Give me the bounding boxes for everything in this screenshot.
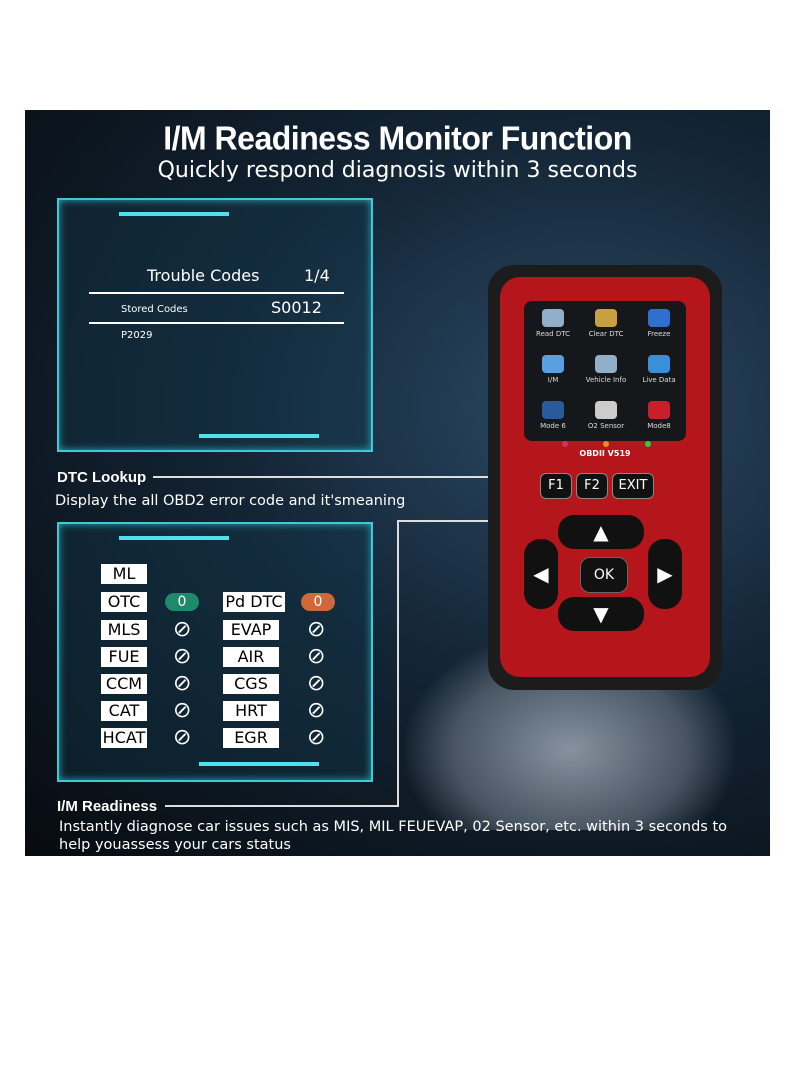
page-subtitle: Quickly respond diagnosis within 3 secon… xyxy=(157,158,638,183)
app-icon xyxy=(542,309,564,327)
app-icon xyxy=(595,309,617,327)
otc-label: OTC xyxy=(101,592,147,612)
im-readiness-panel: ML OTC 0 Pd DTC 0 MLS ⊘ EVAP ⊘ FUE ⊘ AIR ⊘ CCM ⊘ C… xyxy=(57,522,373,782)
f2-button[interactable]: F2 xyxy=(576,473,608,499)
not-applicable-icon: ⊘ xyxy=(173,725,192,750)
not-applicable-icon: ⊘ xyxy=(307,698,326,723)
pd-dtc-count: 0 xyxy=(301,593,335,611)
monitor-label: CCM xyxy=(101,674,147,694)
monitor-label: AIR xyxy=(223,647,279,667)
app-icon xyxy=(542,401,564,419)
dtc-lookup-heading: DTC Lookup xyxy=(57,469,147,486)
trouble-codes-title: Trouble Codes xyxy=(147,266,260,285)
device-app-item[interactable]: O2 Sensor xyxy=(579,401,633,430)
app-icon xyxy=(595,401,617,419)
otc-count: 0 xyxy=(165,593,199,611)
right-button[interactable]: ▶ xyxy=(648,539,682,609)
ml-label: ML xyxy=(101,564,147,584)
stored-codes-value: S0012 xyxy=(271,298,322,317)
left-button[interactable]: ◀ xyxy=(524,539,558,609)
monitor-label: CAT xyxy=(101,701,147,721)
device-app-item[interactable]: Vehicle Info xyxy=(579,355,633,384)
device-app-item[interactable]: Freeze xyxy=(632,309,686,338)
dtc-screen-panel: Trouble Codes 1/4 Stored Codes S0012 P20… xyxy=(57,198,373,452)
device-app-item[interactable]: Mode 6 xyxy=(526,401,580,430)
not-applicable-icon: ⊘ xyxy=(173,617,192,642)
im-readiness-description: Instantly diagnose car issues such as MI… xyxy=(59,819,728,853)
not-applicable-icon: ⊘ xyxy=(307,617,326,642)
monitor-label: CGS xyxy=(223,674,279,694)
not-applicable-icon: ⊘ xyxy=(173,644,192,669)
not-applicable-icon: ⊘ xyxy=(307,725,326,750)
product-banner: I/M Readiness Monitor Function Quickly r… xyxy=(25,110,770,856)
stored-codes-label: Stored Codes xyxy=(121,304,188,315)
device-app-item[interactable]: I/M xyxy=(526,355,580,384)
app-icon xyxy=(648,355,670,373)
device-model: OBDII V519 xyxy=(579,449,631,458)
not-applicable-icon: ⊘ xyxy=(307,671,326,696)
down-button[interactable]: ▼ xyxy=(558,597,644,631)
device-app-item[interactable]: Read DTC xyxy=(526,309,580,338)
monitor-label: FUE xyxy=(101,647,147,667)
led-red xyxy=(562,441,568,447)
monitor-label: EVAP xyxy=(223,620,279,640)
f1-button[interactable]: F1 xyxy=(540,473,572,499)
ok-button[interactable]: OK xyxy=(580,557,628,593)
dtc-lookup-description: Display the all OBD2 error code and it's… xyxy=(55,493,406,509)
monitor-label: HRT xyxy=(223,701,279,721)
app-icon xyxy=(648,309,670,327)
app-icon xyxy=(542,355,564,373)
up-button[interactable]: ▲ xyxy=(558,515,644,549)
pd-dtc-label: Pd DTC xyxy=(223,592,285,612)
app-icon xyxy=(595,355,617,373)
page-title: I/M Readiness Monitor Function xyxy=(163,119,632,157)
led-green xyxy=(645,441,651,447)
device-app-item[interactable]: Live Data xyxy=(632,355,686,384)
im-readiness-heading: I/M Readiness xyxy=(57,798,158,815)
monitor-label: EGR xyxy=(223,728,279,748)
not-applicable-icon: ⊘ xyxy=(173,671,192,696)
monitor-label: MLS xyxy=(101,620,147,640)
app-icon xyxy=(648,401,670,419)
monitor-label: HCAT xyxy=(101,728,147,748)
page-indicator: 1/4 xyxy=(304,266,330,285)
exit-button[interactable]: EXIT xyxy=(612,473,654,499)
device-app-item[interactable]: Clear DTC xyxy=(579,309,633,338)
dtc-code: P2029 xyxy=(121,330,153,341)
device-app-item[interactable]: Mode8 xyxy=(632,401,686,430)
led-orange xyxy=(603,441,609,447)
not-applicable-icon: ⊘ xyxy=(307,644,326,669)
not-applicable-icon: ⊘ xyxy=(173,698,192,723)
